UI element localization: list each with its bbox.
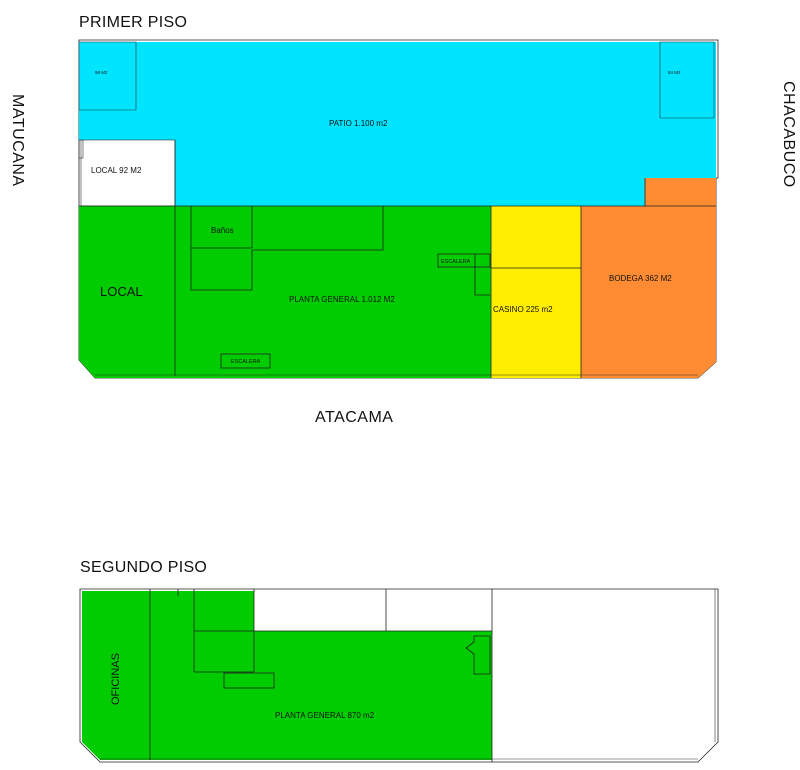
escalera-box-2 <box>220 353 271 369</box>
banos-wall <box>190 206 384 291</box>
planta-general-label: PLANTA GENERAL 1.012 M2 <box>289 295 395 304</box>
patio-area[interactable] <box>79 42 716 208</box>
casino-label: CASINO 225 m2 <box>493 305 553 314</box>
street-west-label: MATUCANA <box>9 94 26 187</box>
escalera-label-2: ESCALERA <box>231 359 261 365</box>
escalera-box-3 <box>223 672 275 689</box>
corner-left-label: 98 M2 <box>95 70 108 75</box>
planta-general-2-label: PLANTA GENERAL 870 m2 <box>275 711 375 720</box>
escalera-box <box>437 253 491 268</box>
corner-room-left[interactable] <box>78 41 137 111</box>
corner-right-label: 84 M2 <box>668 70 681 75</box>
patio-label: PATIO 1.100 m2 <box>329 119 388 128</box>
local-label: LOCAL <box>100 284 143 299</box>
bodega-room[interactable] <box>581 178 716 378</box>
planta-general-2-area[interactable] <box>82 591 492 760</box>
stair-shape <box>465 635 491 675</box>
local-92-label: LOCAL 92 M2 <box>91 166 142 175</box>
second-floor-title: SEGUNDO PISO <box>80 559 207 576</box>
escalera-outline <box>474 254 490 296</box>
street-south-label: ATACAMA <box>315 409 393 426</box>
oficinas-label: OFICINAS <box>110 653 122 705</box>
planta-general-area[interactable] <box>79 206 491 378</box>
banos-label: Baños <box>211 226 234 235</box>
escalera-label-1: ESCALERA <box>441 259 471 265</box>
bodega-label: BODEGA 362 M2 <box>609 274 672 283</box>
casino-room[interactable] <box>491 206 581 378</box>
corner-room-right[interactable] <box>659 41 715 119</box>
first-floor-title: PRIMER PISO <box>79 14 187 31</box>
second-floor-outline <box>79 588 719 763</box>
street-east-label: CHACABUCO <box>780 81 797 188</box>
